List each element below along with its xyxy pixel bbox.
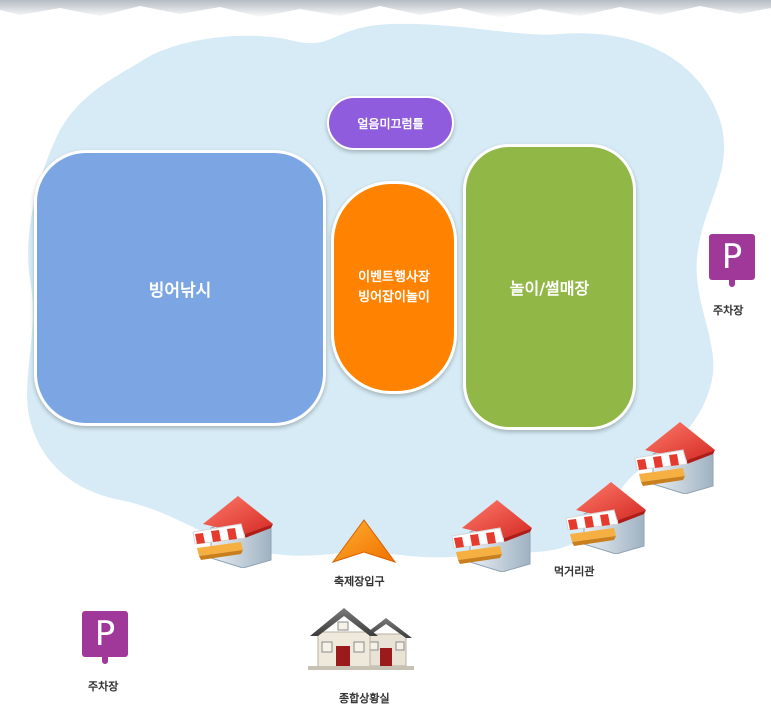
parking-symbol-left: P [94,614,116,654]
food-street-label: 먹거리관 [554,565,595,578]
parking-icon-right[interactable]: P [709,234,755,287]
parking-label-left: 주차장 [88,680,119,693]
house-icon[interactable] [308,604,414,670]
zone-ice-fishing-label: 빙어낚시 [148,280,212,301]
entrance-arrow-icon[interactable] [331,518,397,564]
parking-icon-left[interactable]: P [82,611,128,664]
zone-event-hall[interactable]: 이벤트행사장 빙어잡이놀이 [331,181,457,394]
parking-label-right: 주차장 [713,304,744,317]
market-stall-icon[interactable] [183,494,273,568]
parking-symbol-right: P [721,237,743,277]
zone-ice-fishing[interactable]: 빙어낚시 [34,150,326,426]
entrance-label: 축제장입구 [334,575,385,588]
mountain-header [0,0,771,18]
zone-event-label-line2: 빙어잡이놀이 [358,289,430,305]
zone-play-label: 놀이/썰매장 [509,279,590,298]
zone-ice-slide-label: 얼음미끄럼틀 [357,116,424,131]
zone-play-sled[interactable]: 놀이/썰매장 [463,144,636,430]
market-stall-icon[interactable] [442,498,532,572]
zone-ice-slide[interactable]: 얼음미끄럼틀 [327,96,454,150]
zone-event-label: 이벤트행사장 빙어잡이놀이 [358,268,430,308]
info-center-label: 종합상황실 [339,692,390,705]
zone-event-label-line1: 이벤트행사장 [358,269,430,285]
market-stall-icon[interactable] [625,420,715,494]
